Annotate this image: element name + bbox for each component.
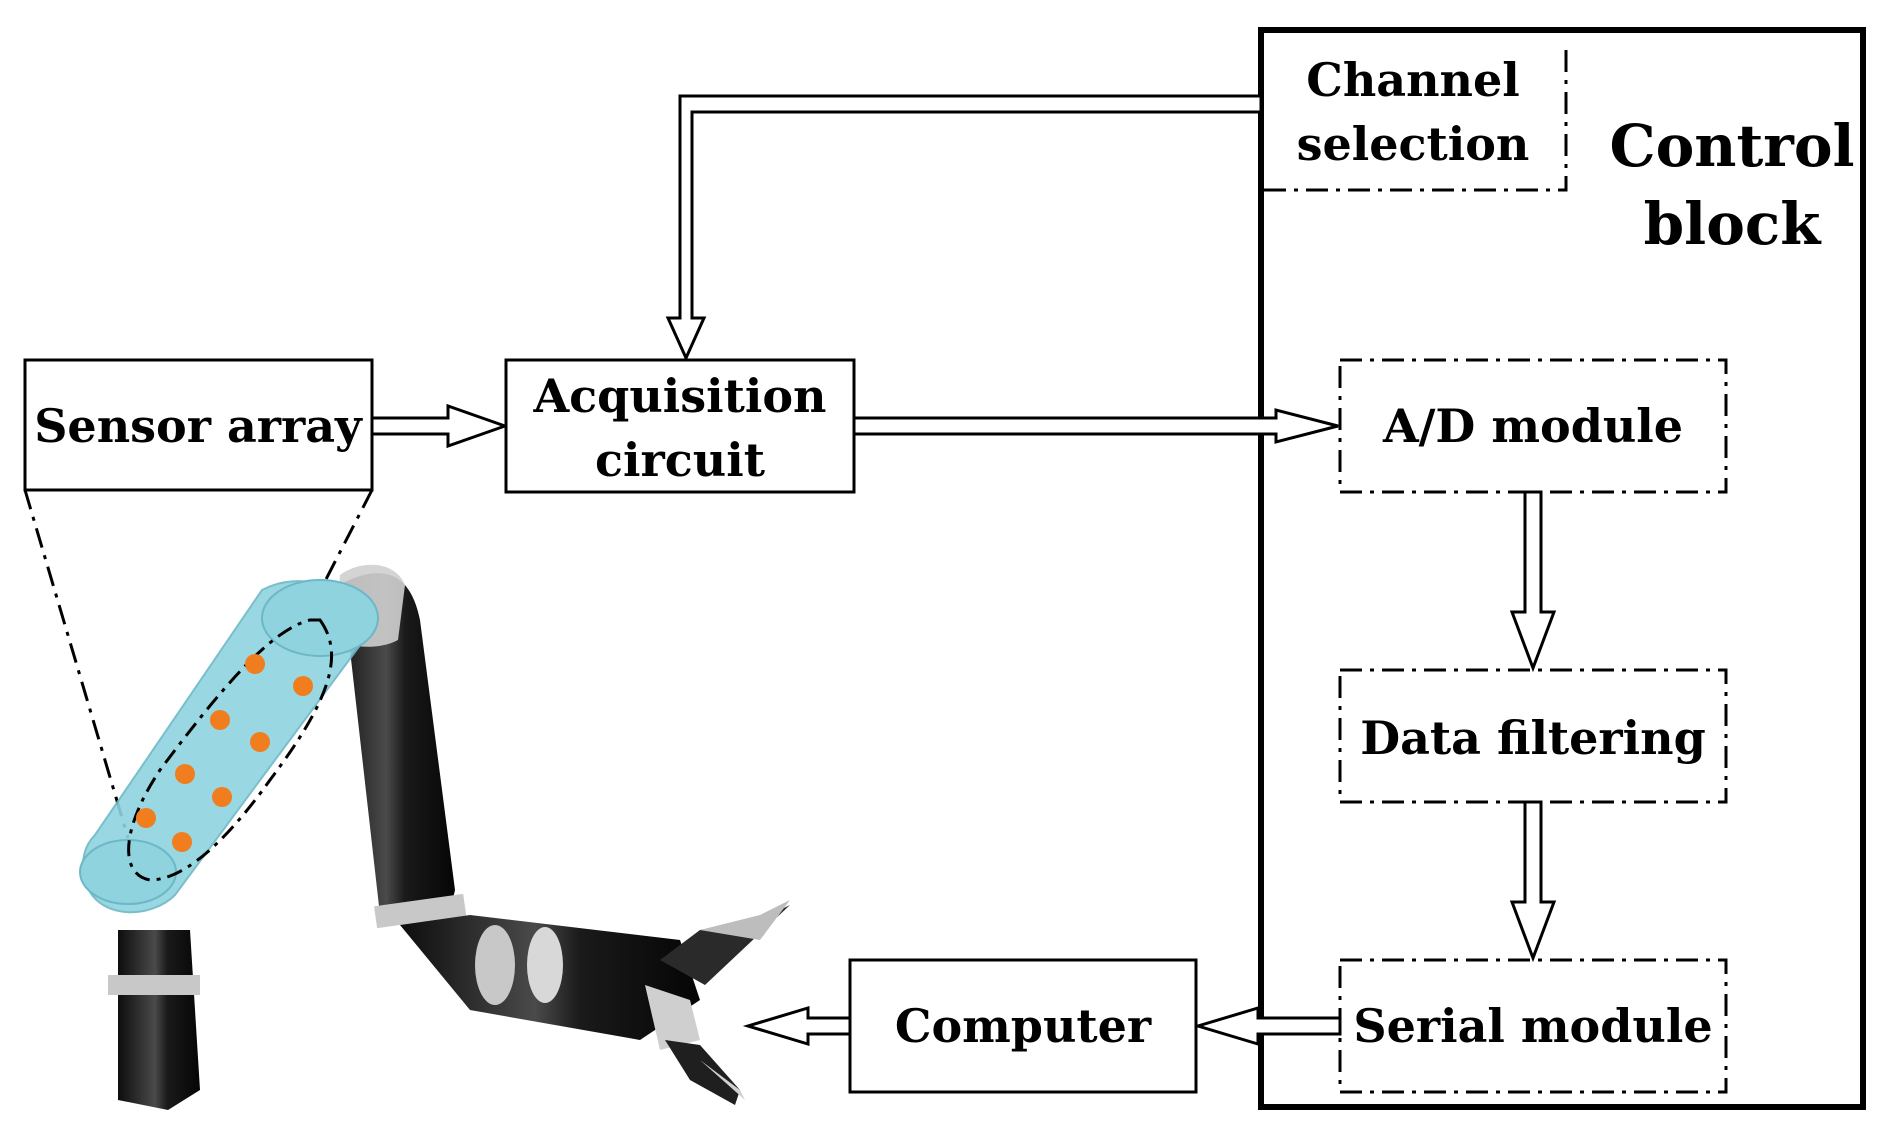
computer-to-robot-arrow (742, 1005, 852, 1047)
data-filtering-box (1338, 668, 1728, 804)
ad-module-box (1338, 358, 1728, 494)
sensor-dot (293, 676, 313, 696)
control-block-title-line1: Control (1609, 112, 1854, 180)
sensor-region-outline (127, 618, 334, 882)
acquisition-circuit-line1: Acquisition (532, 369, 826, 423)
sensor-to-acquisition-arrow (370, 403, 510, 449)
channel-selection-region (1264, 44, 1568, 192)
sensor-dot (136, 808, 156, 828)
channel-to-acquisition-arrow (665, 94, 1263, 362)
sensor-dot (210, 710, 230, 730)
sensor-dot (250, 732, 270, 752)
data-filtering-label: Data filtering (1360, 711, 1706, 765)
acquisition-circuit-line2: circuit (595, 433, 766, 487)
computer-box (848, 958, 1198, 1094)
computer-label: Computer (895, 999, 1152, 1053)
sensor-array-label: Sensor array (34, 399, 363, 453)
robot-arm-illustration (79, 564, 790, 1110)
acquisition-to-ad-arrow (852, 408, 1339, 444)
channel-selection-line2: selection (1297, 117, 1530, 171)
ad-module-label: A/D module (1382, 399, 1683, 453)
sensor-array-box (23, 358, 374, 492)
zoom-line-left (23, 489, 130, 839)
channel-selection-line1: Channel (1306, 53, 1520, 107)
serial-to-computer-arrow (1192, 1005, 1342, 1047)
control-block-title-line2: block (1644, 190, 1823, 258)
ad-to-filtering-arrow (1509, 490, 1557, 673)
control-block-frame (1258, 27, 1866, 1110)
sensor-dot (172, 832, 192, 852)
sensor-dot (175, 764, 195, 784)
sensor-dot (245, 654, 265, 674)
filtering-to-serial-arrow (1509, 800, 1557, 963)
sensor-dot (212, 787, 232, 807)
serial-module-label: Serial module (1353, 999, 1712, 1053)
